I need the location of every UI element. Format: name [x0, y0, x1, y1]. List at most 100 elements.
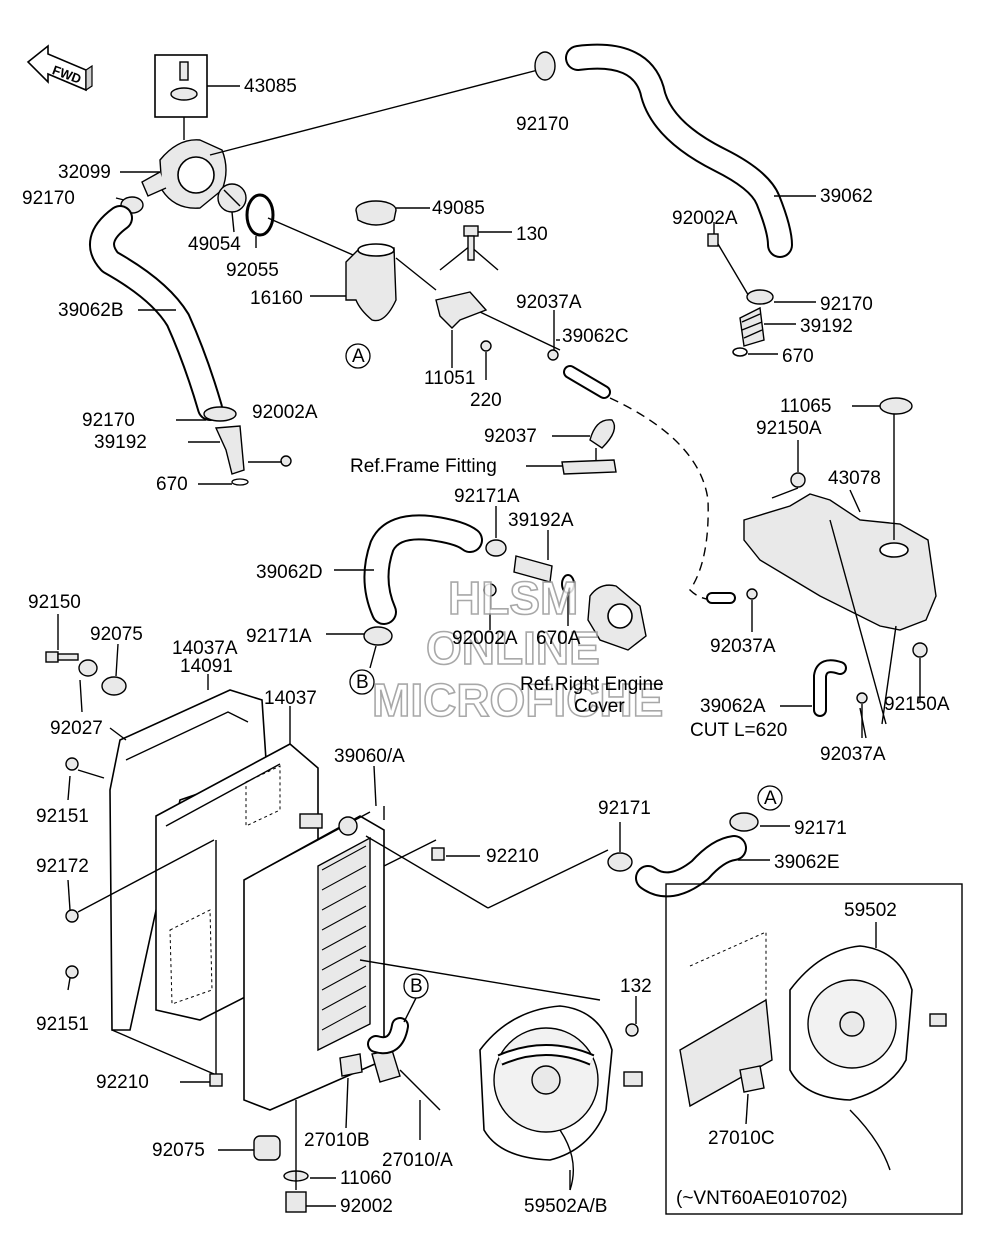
label-92170-left: 92170 — [22, 188, 75, 209]
hose-39062e — [635, 835, 747, 898]
label-39062c: 39062C — [562, 326, 629, 347]
fitting-39192a — [513, 555, 553, 583]
label-92170-lower: 92170 — [82, 410, 135, 431]
engine-cover-ref — [587, 584, 647, 651]
label-92170-top: 92170 — [516, 114, 569, 135]
label-92075-upper: 92075 — [90, 624, 143, 645]
label-ref-right-engine: Ref.Right Engine — [520, 674, 664, 695]
watermark: HLSM ONLINE MICROFICHE — [371, 571, 664, 727]
o-ring-670a — [561, 574, 575, 594]
label-cut-length: CUT L=620 — [690, 720, 787, 741]
label-670-left: 670 — [156, 474, 188, 495]
label-92037: 92037 — [484, 426, 537, 447]
svg-text:B: B — [356, 672, 369, 693]
label-92002a-left: 92002A — [252, 402, 318, 423]
callout-b-lower: B — [403, 973, 429, 1023]
label-39192-left: 39192 — [94, 432, 147, 453]
label-49054: 49054 — [188, 234, 241, 255]
label-32099: 32099 — [58, 162, 111, 183]
clamp-92170-lower-left — [203, 406, 237, 422]
clamp-92171a-upper — [485, 539, 507, 557]
inset-box — [665, 883, 963, 1215]
watermark-line3: MICROFICHE — [372, 674, 663, 726]
label-92171a-upper: 92171A — [454, 486, 520, 507]
clamp-92170-top — [534, 51, 556, 81]
label-92150a-upper: 92150A — [756, 418, 822, 439]
label-cover: Cover — [574, 696, 625, 717]
label-670-right: 670 — [782, 346, 814, 367]
part-labels: 43085 32099 92170 92170 49054 92055 1616… — [22, 76, 950, 1217]
clamp-92170-right — [746, 289, 774, 305]
label-39060a: 39060/A — [334, 746, 405, 767]
rubber-92075-lower — [253, 1135, 281, 1161]
bolt-132 — [625, 1023, 639, 1037]
label-ref-frame-fitting: Ref.Frame Fitting — [350, 456, 497, 477]
label-92170-right: 92170 — [820, 294, 873, 315]
fan-switch-27010a — [371, 1049, 441, 1111]
label-49085: 49085 — [432, 198, 485, 219]
label-92002a-right: 92002A — [672, 208, 738, 229]
label-92002a-mid: 92002A — [452, 628, 518, 649]
hose-b-bend — [367, 1017, 409, 1055]
clamp-92171-right — [729, 812, 759, 832]
label-92075-lower: 92075 — [152, 1140, 205, 1161]
o-ring-670-right — [732, 347, 748, 357]
label-39062: 39062 — [820, 186, 873, 207]
label-39062d: 39062D — [256, 562, 323, 583]
hose-39062b — [89, 205, 223, 421]
fitting-39192-left — [214, 425, 292, 486]
label-92037a-lower: 92037A — [820, 744, 886, 765]
label-670a: 670A — [536, 628, 581, 649]
o-ring-92055 — [245, 193, 275, 237]
svg-text:B: B — [410, 976, 423, 997]
label-16160: 16160 — [250, 288, 303, 309]
clip-92210-lower — [209, 1073, 223, 1087]
callout-a-upper: A — [345, 343, 371, 369]
label-92150a-lower: 92150A — [884, 694, 950, 715]
clamp-92171a-lower — [363, 626, 393, 669]
label-39192a: 39192A — [508, 510, 574, 531]
screw-43085-group — [154, 54, 240, 118]
label-92171a-lower: 92171A — [246, 626, 312, 647]
callout-a-lower: A — [757, 785, 783, 811]
clip-92210-upper — [431, 847, 445, 861]
tube-39062c — [563, 365, 611, 399]
label-serial-range: (~VNT60AE010702) — [676, 1188, 848, 1209]
label-39062a: 39062A — [700, 696, 766, 717]
fwd-arrow-icon: FWD — [26, 44, 93, 92]
drain-bolt-92002 — [285, 1191, 307, 1213]
label-39062b: 39062B — [58, 300, 124, 321]
label-11051: 11051 — [424, 368, 475, 389]
bolt-92002a-mid — [483, 583, 497, 630]
bolt-92151-lower — [65, 965, 79, 979]
bracket-11051 — [435, 245, 499, 368]
callout-b-upper: B — [349, 669, 375, 695]
filler-neck-16160 — [345, 243, 437, 322]
bolt-92151-upper — [65, 757, 105, 779]
clip-92172 — [65, 909, 79, 923]
bolt-92150a-lower — [912, 642, 928, 702]
thermostat-49054 — [217, 183, 247, 213]
label-39192-right: 39192 — [800, 316, 853, 337]
label-92027: 92027 — [50, 718, 103, 739]
label-132: 132 — [620, 976, 652, 997]
bolt-92150a-upper — [771, 472, 806, 499]
label-92210-lower: 92210 — [96, 1072, 149, 1093]
label-220: 220 — [470, 390, 502, 411]
bolt-220 — [480, 340, 492, 380]
thermostat-cover-32099 — [141, 117, 227, 209]
hose-39062d — [363, 514, 483, 625]
clamp-92171-left — [607, 852, 633, 872]
label-27010c: 27010C — [708, 1128, 775, 1149]
watermark-line1: HLSM — [448, 572, 578, 624]
clamp-92037 — [526, 419, 617, 475]
label-27010b: 27010B — [304, 1130, 370, 1151]
bolt-92150 — [45, 651, 79, 663]
tank-cap-11065 — [879, 397, 913, 415]
tube-39062a — [813, 659, 847, 717]
clamp-92037a-top — [547, 349, 559, 361]
svg-text:A: A — [764, 788, 777, 809]
label-92171-left: 92171 — [598, 798, 651, 819]
label-92151-upper: 92151 — [36, 806, 89, 827]
